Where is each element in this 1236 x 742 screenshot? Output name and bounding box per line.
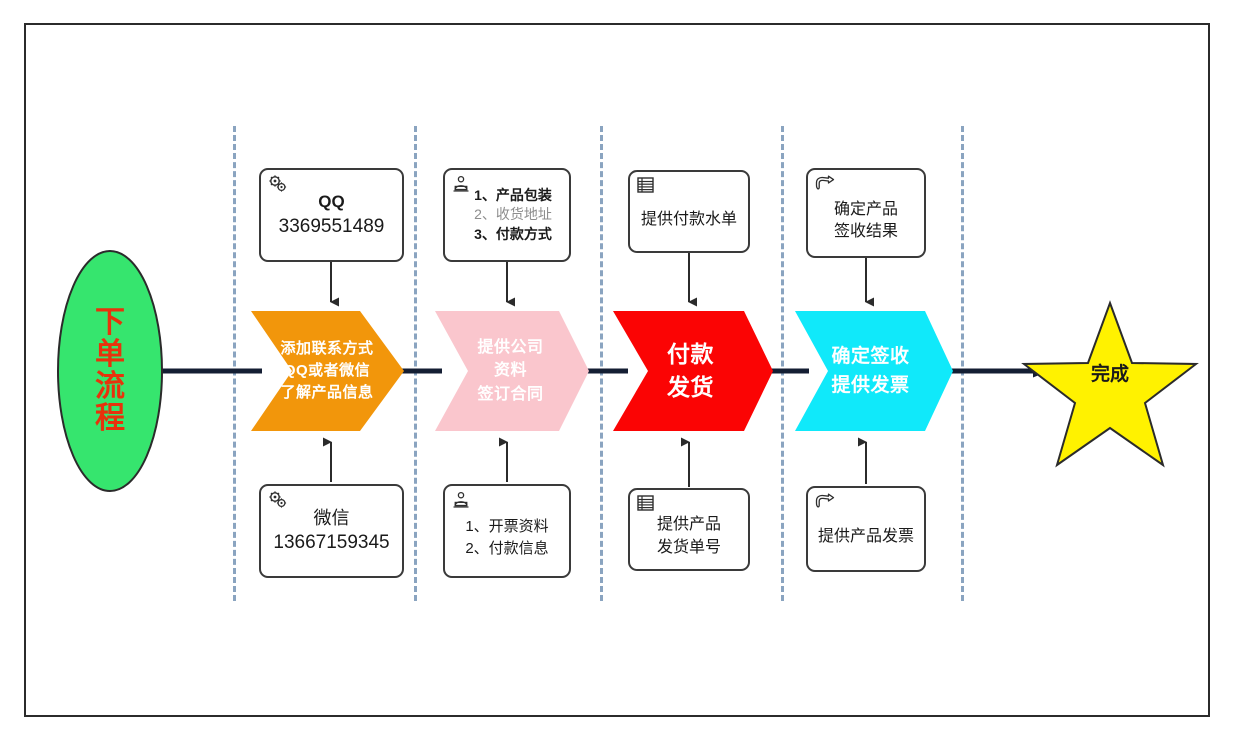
- gears-icon: [268, 491, 290, 511]
- stage-1-bottom-note-line-1: 微信: [313, 507, 350, 528]
- stage-3-top-note-line-1: 提供付款水单: [640, 210, 737, 228]
- stage-2-top-note[interactable]: 1、产品包装 2、收货地址 3、付款方式: [443, 168, 571, 262]
- stage-4-top-note-line-2: 签收结果: [833, 223, 898, 240]
- stage-1-bottom-note[interactable]: 微信 13667159345: [259, 484, 404, 578]
- lane-divider-5: [961, 126, 964, 601]
- diagram-frame: [24, 23, 1210, 717]
- lane-divider-2: [414, 126, 417, 601]
- stage-1-top-note[interactable]: QQ 3369551489: [259, 168, 404, 262]
- stage-4-bottom-note-line-1: 提供产品发票: [817, 528, 914, 546]
- document-list-icon: [637, 495, 659, 515]
- stage-1-top-note-line-2: 3369551489: [278, 215, 385, 237]
- stage-4-top-note[interactable]: 确定产品 签收结果: [806, 168, 926, 258]
- lane-divider-4: [781, 126, 784, 601]
- stage-2-bottom-note[interactable]: 1、开票资料 2、付款信息: [443, 484, 571, 578]
- document-list-icon: [637, 177, 659, 197]
- stage-4-top-note-line-1: 确定产品: [833, 200, 898, 218]
- person-box-icon: [452, 491, 474, 511]
- stage-3-top-note[interactable]: 提供付款水单: [628, 170, 750, 253]
- lane-divider-3: [600, 126, 603, 601]
- stage-1-bottom-note-line-2: 13667159345: [273, 532, 390, 554]
- stage-3-bottom-note-line-2: 发货单号: [656, 538, 721, 556]
- stage-3-bottom-note[interactable]: 提供产品 发货单号: [628, 488, 750, 571]
- stage-2-bottom-note-line-1: 1、开票资料: [465, 518, 549, 536]
- stage-2-top-note-line-3: 3、付款方式: [474, 225, 552, 242]
- stage-2-top-note-line-2: 2、收货地址: [474, 206, 552, 223]
- lane-divider-1: [233, 126, 236, 601]
- pointing-hand-icon: [815, 493, 837, 513]
- stage-1-top-note-line-1: QQ: [318, 192, 345, 212]
- pointing-hand-icon: [815, 175, 837, 195]
- person-box-icon: [452, 175, 474, 195]
- gears-icon: [268, 175, 290, 195]
- stage-2-top-note-line-1: 1、产品包装: [474, 186, 552, 203]
- stage-2-bottom-note-line-2: 2、付款信息: [465, 540, 549, 557]
- stage-4-bottom-note[interactable]: 提供产品发票: [806, 486, 926, 572]
- stage-3-bottom-note-line-1: 提供产品: [656, 516, 721, 534]
